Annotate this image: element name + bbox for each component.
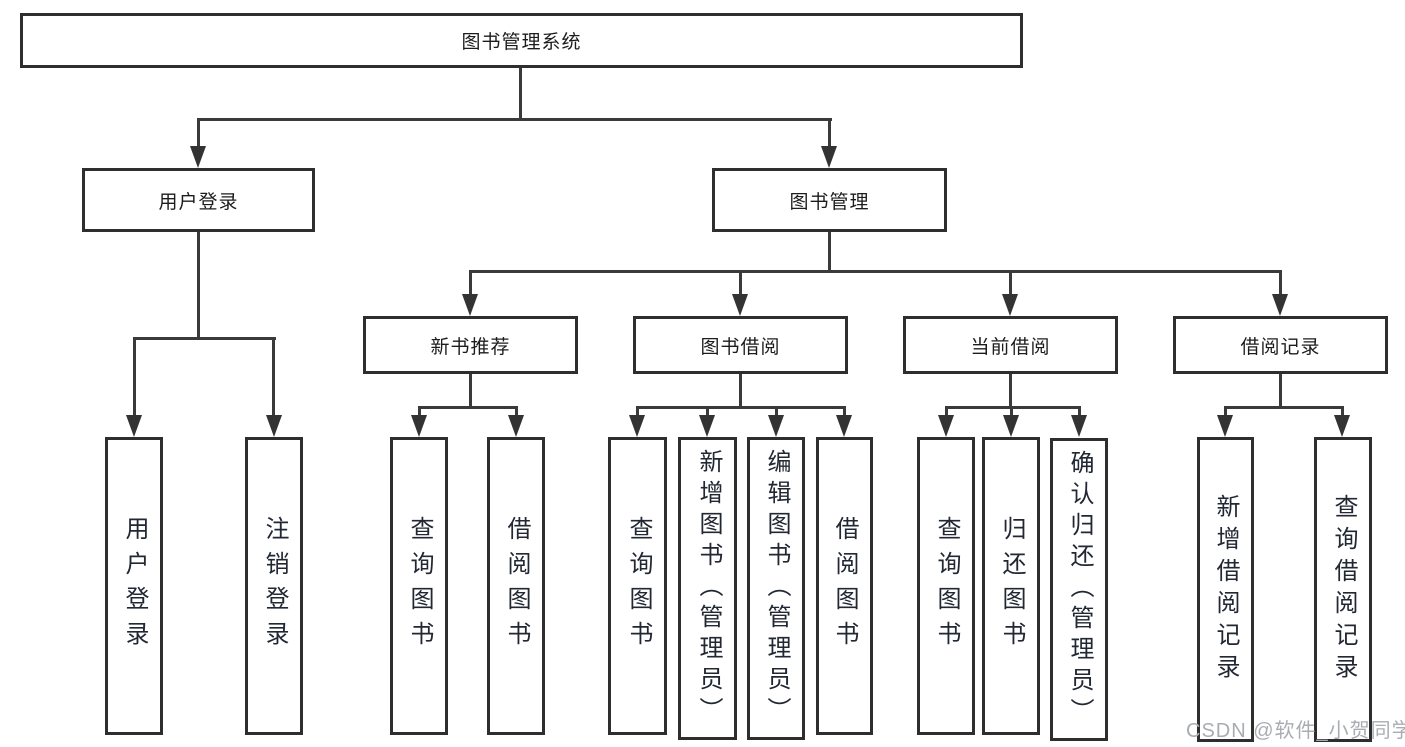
arrow-down-icon: [266, 415, 282, 437]
arrow-down-icon: [462, 294, 478, 316]
node-user-login: 用户登录: [82, 168, 315, 232]
connector-drop-user-login: [197, 118, 200, 150]
connector-level3-rail: [469, 270, 1282, 273]
leaf-bb-borrow-books: 借阅图书: [816, 437, 873, 735]
connector-user-login-rail: [133, 337, 276, 340]
connector-drop-book-mgmt: [828, 118, 831, 150]
connector-drop-book-borrow: [739, 270, 742, 296]
connector-drop-new-book-rec: [469, 270, 472, 296]
arrow-down-icon: [1002, 294, 1018, 316]
connector-drop: [1224, 406, 1227, 420]
arrow-down-icon: [1003, 415, 1019, 437]
connector-current-borrow-rail: [945, 406, 1081, 409]
node-book-borrowing: 图书借阅: [633, 316, 848, 374]
leaf-cb-return-books: 归还图书: [982, 437, 1040, 735]
connector-book-borrow-rail: [636, 406, 846, 409]
connector-level2-rail: [197, 118, 832, 121]
connector-drop-borrow-records: [1279, 270, 1282, 296]
connector-drop: [418, 406, 421, 420]
node-root: 图书管理系统: [20, 13, 1023, 68]
arrow-down-icon: [1071, 415, 1087, 437]
leaf-user-login: 用户登录: [105, 437, 163, 735]
connector-new-book-rec-rail: [418, 406, 518, 409]
arrow-down-icon: [1217, 415, 1233, 437]
connector-drop: [1010, 406, 1013, 420]
arrow-down-icon: [836, 415, 852, 437]
connector-borrow-records-rail: [1224, 406, 1344, 409]
connector-new-book-rec-stem: [469, 374, 472, 409]
connector-drop: [706, 406, 709, 420]
leaf-rec-borrow-books: 借阅图书: [487, 437, 545, 735]
connector-borrow-records-stem: [1279, 374, 1282, 409]
connector-root-stem: [519, 68, 522, 121]
leaf-logout: 注销登录: [245, 437, 303, 735]
arrow-down-icon: [1272, 294, 1288, 316]
connector-book-mgmt-stem: [828, 232, 831, 273]
arrow-down-icon: [629, 415, 645, 437]
leaf-br-add-record: 新增借阅记录: [1197, 437, 1254, 742]
leaf-cb-confirm-return-admin: 确认归还（管理员）: [1050, 438, 1108, 741]
arrow-down-icon: [938, 415, 954, 437]
leaf-bb-edit-books-admin: 编辑图书（管理员）: [747, 437, 805, 740]
leaf-rec-query-books: 查询图书: [390, 437, 448, 735]
arrow-down-icon: [1334, 415, 1350, 437]
arrow-down-icon: [732, 294, 748, 316]
arrow-down-icon: [411, 415, 427, 437]
connector-user-login-stem: [197, 232, 200, 340]
connector-drop-current-borrow: [1009, 270, 1012, 296]
connector-drop: [636, 406, 639, 420]
connector-current-borrow-stem: [1009, 374, 1012, 409]
connector-drop: [515, 406, 518, 420]
connector-drop-leaf-logout: [272, 337, 275, 419]
leaf-bb-add-books-admin: 新增图书（管理员）: [678, 437, 737, 740]
connector-drop: [1078, 406, 1081, 420]
leaf-br-query-record: 查询借阅记录: [1314, 437, 1372, 742]
connector-drop-leaf-user-login: [133, 337, 136, 419]
connector-drop: [1341, 406, 1344, 420]
node-book-management: 图书管理: [712, 168, 947, 232]
watermark: CSDN @软件_小贺同学: [1186, 720, 1405, 742]
leaf-bb-query-books: 查询图书: [608, 437, 667, 735]
arrow-down-icon: [699, 415, 715, 437]
connector-book-borrow-stem: [739, 374, 742, 409]
arrow-down-icon: [126, 415, 142, 437]
node-current-borrowing: 当前借阅: [903, 316, 1118, 374]
arrow-down-icon: [508, 415, 524, 437]
node-new-book-recommend: 新书推荐: [363, 316, 578, 374]
connector-drop: [775, 406, 778, 420]
arrow-down-icon: [190, 146, 206, 168]
connector-drop: [843, 406, 846, 420]
leaf-cb-query-books: 查询图书: [917, 437, 975, 735]
node-borrow-records: 借阅记录: [1173, 316, 1388, 374]
arrow-down-icon: [821, 146, 837, 168]
connector-drop: [945, 406, 948, 420]
arrow-down-icon: [768, 415, 784, 437]
